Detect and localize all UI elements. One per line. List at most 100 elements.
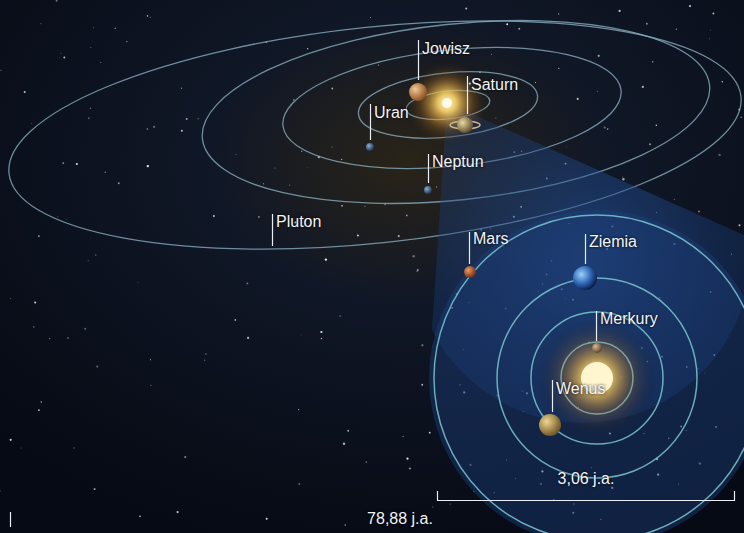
star [341,159,342,160]
star [398,235,400,237]
star [598,55,600,57]
star [150,17,151,18]
star [642,86,644,88]
star [402,436,404,438]
planet-label: Neptun [432,153,484,171]
star [417,269,419,271]
star [298,483,300,485]
star [357,234,359,236]
star [150,385,151,386]
star [298,409,299,410]
star [332,146,333,147]
star [176,511,178,513]
star [150,359,151,360]
planet-label: Mars [473,230,509,248]
star [558,68,559,69]
star [234,319,236,321]
star [325,258,327,260]
star [709,29,711,31]
star [205,353,206,354]
planet-label: Wenus [556,380,606,398]
star [56,0,58,2]
star [24,91,26,93]
inner-system-disc [429,210,744,533]
star [607,128,608,129]
star [370,16,372,18]
star [364,206,365,207]
star [247,283,249,285]
star [347,430,349,432]
star [34,301,36,303]
star [558,13,559,14]
star [506,23,508,25]
star [406,215,408,217]
star [181,130,183,132]
star [137,281,139,283]
star [38,409,40,411]
star [436,186,437,187]
outer-orbits [0,0,744,281]
star [153,126,155,128]
star [450,504,451,505]
star [421,344,423,346]
star [247,337,249,339]
star [465,7,467,9]
star [57,216,58,217]
star [649,143,651,145]
planet-label: Pluton [276,213,321,231]
star [301,151,302,152]
star [20,447,22,449]
star [378,65,379,66]
star [10,298,12,300]
star [0,490,1,491]
star [147,128,149,130]
star [656,125,657,126]
star [62,162,64,164]
star [565,146,567,148]
planet-neptune [424,186,432,194]
star [646,23,648,25]
star [73,447,74,448]
sun-glow [402,58,492,148]
star [94,488,96,490]
star [213,215,215,217]
star [31,123,32,124]
planet-venus [539,414,561,436]
planet-label: Saturn [471,76,518,94]
star [198,118,199,119]
star [92,27,94,29]
star [60,52,62,54]
scale-label: 3,06 j.a. [558,470,615,488]
star [409,467,411,469]
planet-mars [464,266,476,278]
planet-label: Merkury [600,310,658,328]
planet-jupiter [409,83,427,101]
star [718,154,720,156]
star [618,10,620,12]
star [63,57,65,59]
star [38,235,40,237]
star [689,5,691,7]
star [266,518,268,520]
planet-label: Ziemia [589,233,637,251]
star [604,126,606,128]
planet-label: Uran [374,104,409,122]
star [289,184,290,185]
star [126,41,127,42]
star [343,443,345,445]
star [49,338,51,340]
star [344,524,346,526]
star [139,515,141,517]
star [413,255,415,257]
star [0,70,1,71]
star [721,81,723,83]
scale-label: 78,88 j.a. [367,510,433,528]
star [84,328,86,330]
star [535,82,536,83]
star [421,384,423,386]
star [147,15,149,17]
star [40,23,42,25]
star [114,28,116,30]
